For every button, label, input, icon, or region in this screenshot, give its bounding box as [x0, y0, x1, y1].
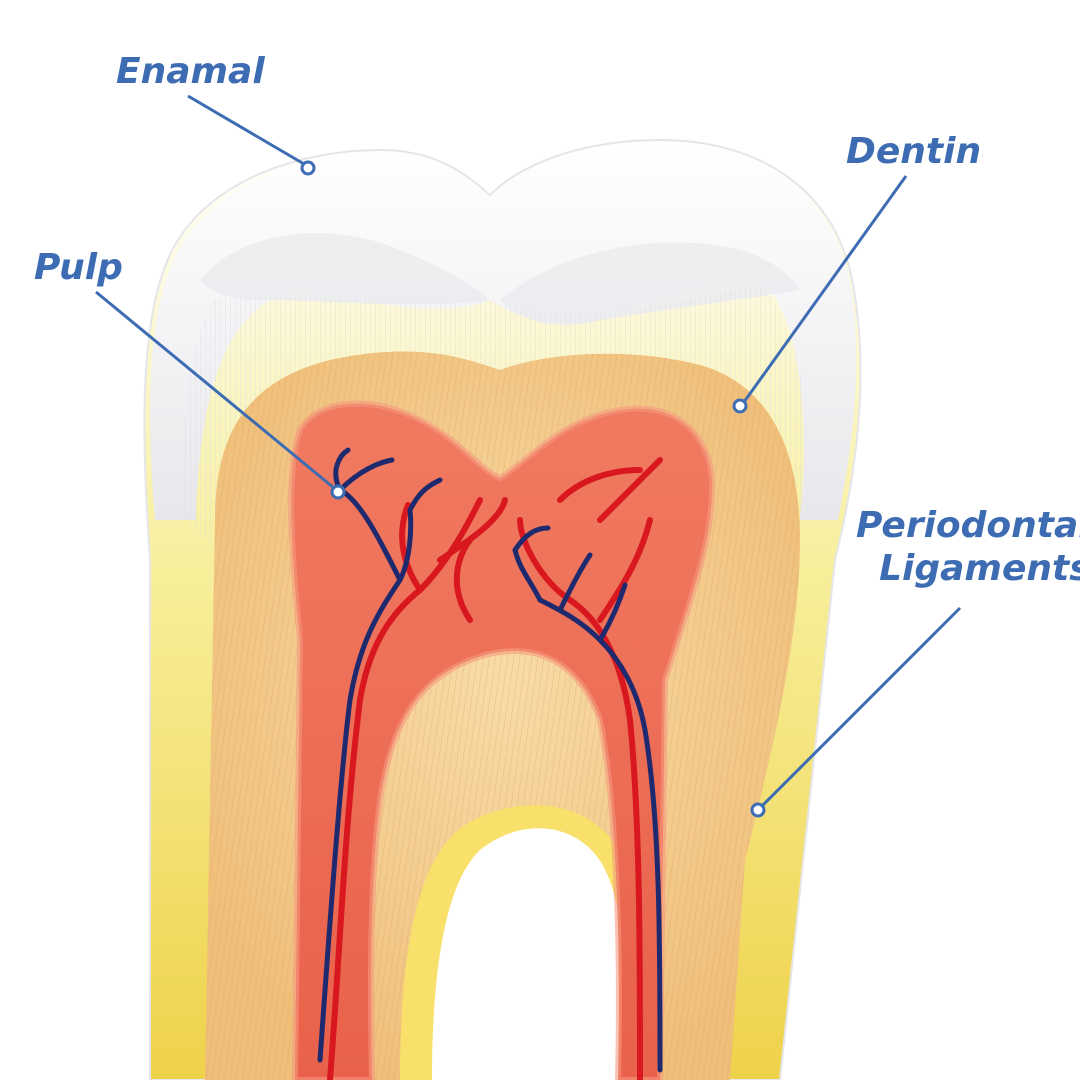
leader-dots	[300, 160, 766, 818]
root-gap-inner	[432, 828, 625, 1080]
leader-line-pulp	[95, 290, 335, 490]
cusp-shade-left	[200, 233, 490, 305]
label-enamal: Enamal	[116, 51, 265, 92]
leader-dot-periodontal	[750, 802, 766, 818]
leader-dot-dentin	[732, 398, 748, 414]
label-periodontal-ligaments: Periodontal Ligaments	[856, 504, 1080, 590]
label-periodontal-line1: Periodontal	[856, 505, 1080, 546]
label-dentin: Dentin	[846, 131, 982, 172]
leader-dot-enamal	[300, 160, 316, 176]
leader-line-enamal	[187, 94, 305, 166]
leader-lines	[95, 94, 962, 808]
enamel-striations	[183, 285, 806, 560]
label-pulp: Pulp	[34, 247, 123, 288]
cusp-shade-right	[500, 242, 800, 325]
veins	[317, 447, 663, 1073]
leader-dot-pulp	[330, 484, 346, 500]
leader-line-periodontal	[760, 606, 962, 808]
arteries	[327, 457, 663, 1083]
leader-line-dentin	[742, 175, 908, 403]
label-periodontal-line2: Ligaments	[879, 548, 1080, 590]
